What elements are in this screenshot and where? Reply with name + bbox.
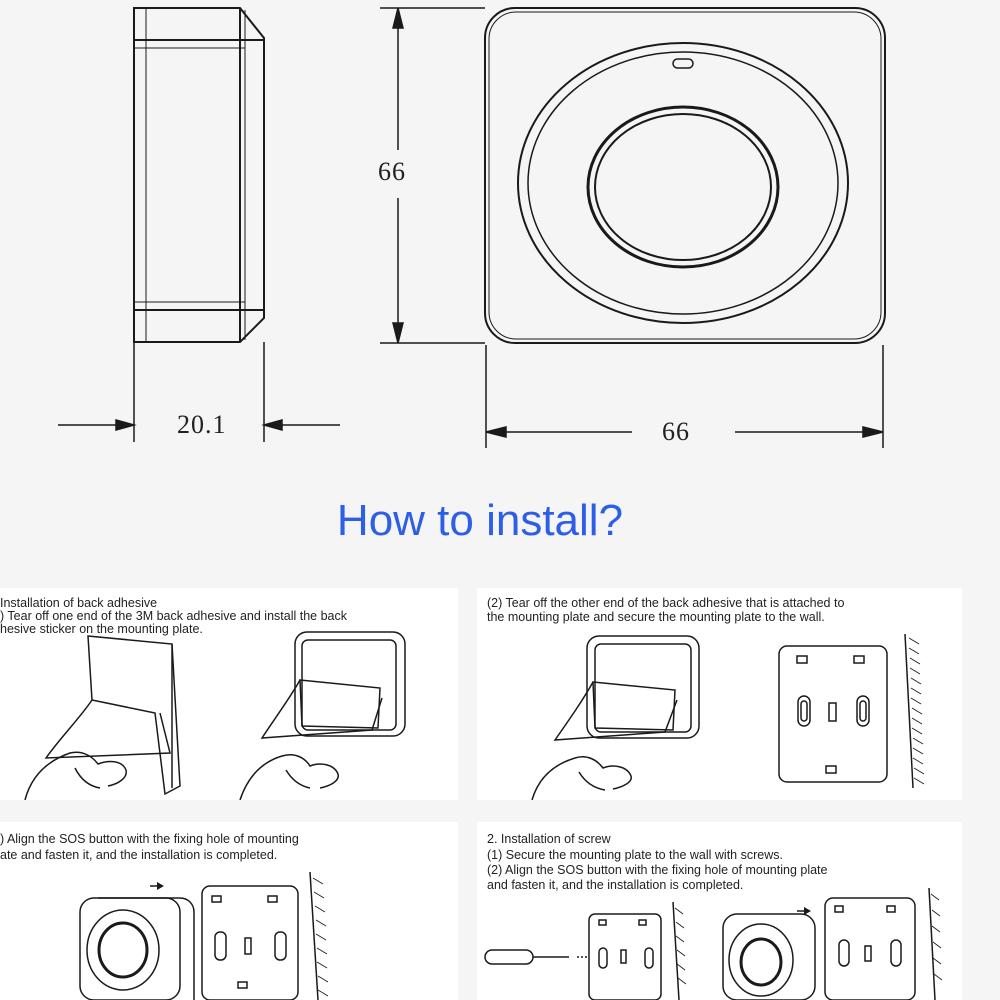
step-text-line: (1) Secure the mounting plate to the wal… xyxy=(487,848,783,862)
step-panel-adhesive-2: (2) Tear off the other end of the back a… xyxy=(477,588,962,800)
sos-button-illustration xyxy=(79,871,329,1000)
step-panel-screw: 2. Installation of screw (1) Secure the … xyxy=(477,822,962,1000)
depth-dimension xyxy=(58,342,340,442)
step-panel-fasten: ) Align the SOS button with the fixing h… xyxy=(0,822,458,1000)
step-text-line: hesive sticker on the mounting plate. xyxy=(0,622,203,636)
width-dimension xyxy=(485,345,884,448)
adhesive-illustration xyxy=(24,631,406,800)
step-text-line: ate and fasten it, and the installation … xyxy=(0,848,278,862)
screw-installation-illustration xyxy=(484,887,943,1000)
front-view xyxy=(484,7,886,344)
height-dimension-label: 66 xyxy=(378,157,406,186)
height-dimension xyxy=(380,7,485,344)
width-dimension-label: 66 xyxy=(662,417,690,446)
mounting-plate-illustration xyxy=(531,633,925,800)
step-text-line: the mounting plate and secure the mounti… xyxy=(487,610,825,624)
step-text-line: (2) Align the SOS button with the fixing… xyxy=(487,863,828,877)
step-text-line: and fasten it, and the installation is c… xyxy=(487,878,744,892)
step-panel-adhesive-1: Installation of back adhesive ) Tear off… xyxy=(0,588,458,800)
step-text-line: ) Align the SOS button with the fixing h… xyxy=(0,832,299,846)
step-text-line: ) Tear off one end of the 3M back adhesi… xyxy=(0,609,347,623)
step-text-line: Installation of back adhesive xyxy=(0,596,158,610)
side-view xyxy=(133,7,265,343)
install-heading: How to install? xyxy=(336,496,624,545)
step-text-line: (2) Tear off the other end of the back a… xyxy=(487,596,845,610)
depth-dimension-label: 20.1 xyxy=(177,410,227,439)
step-text-line: 2. Installation of screw xyxy=(487,832,611,846)
dimension-drawing xyxy=(58,7,886,448)
